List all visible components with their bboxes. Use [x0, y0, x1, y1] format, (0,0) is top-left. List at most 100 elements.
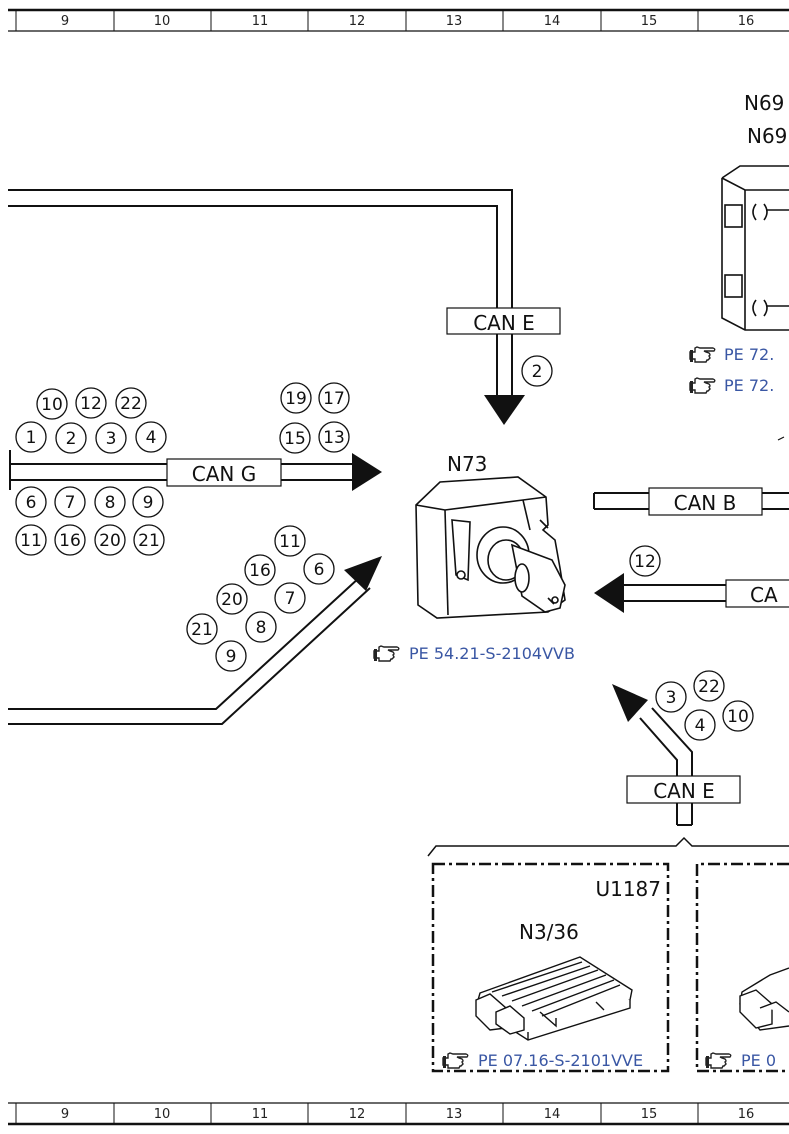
n69-reference-1-text: PE 72. — [724, 345, 774, 364]
pin-circle: 4 — [135, 421, 167, 453]
top-ruler-label: 15 — [641, 14, 658, 29]
svg-text:11: 11 — [20, 531, 42, 551]
svg-text:9: 9 — [226, 647, 237, 667]
u1187-module-box — [431, 862, 670, 1073]
top-ruler-label: 12 — [349, 14, 366, 29]
svg-text:19: 19 — [285, 389, 307, 409]
pin-circle: 7 — [274, 582, 306, 614]
can-e-top-arrowhead — [484, 395, 525, 425]
diagonal-bus-arrowhead — [344, 556, 382, 591]
svg-text:7: 7 — [65, 493, 76, 513]
svg-text:4: 4 — [146, 428, 157, 448]
pin-circle: 12 — [629, 545, 661, 577]
pin-circle: 11 — [274, 525, 306, 557]
n3-36-reference-text: PE 07.16-S-2101VVE — [478, 1051, 643, 1070]
svg-text:21: 21 — [138, 531, 160, 551]
pointing-hand-icon — [689, 346, 716, 363]
can-e-bottom-label-box — [626, 775, 741, 804]
right-module-reference[interactable]: PE 0 — [705, 1051, 776, 1070]
pin-circle: 22 — [693, 670, 725, 702]
pin-circle: 3 — [655, 681, 687, 713]
n73-reference[interactable]: PE 54.21-S-2104VVB — [373, 644, 575, 663]
pin-circle: 6 — [303, 553, 335, 585]
svg-text:9: 9 — [143, 493, 154, 513]
pin-circle: 16 — [54, 524, 86, 556]
top-ruler-label: 11 — [252, 14, 269, 29]
pin-circle: 10 — [722, 700, 754, 732]
n69-reference-2[interactable]: PE 72. — [689, 376, 774, 395]
pin-circle: 21 — [133, 524, 165, 556]
n69-reference-1[interactable]: PE 72. — [689, 345, 774, 364]
n73-ignition-switch-drawing — [415, 476, 566, 619]
u1187-label: U1187 — [595, 877, 661, 901]
pin-circle: 9 — [215, 640, 247, 672]
pin-circle: 3 — [95, 422, 127, 454]
right-module-box — [695, 862, 789, 1073]
svg-text:10: 10 — [727, 707, 749, 727]
can-g-label-box — [166, 458, 282, 487]
pin-circle: 15 — [279, 422, 311, 454]
svg-text:12: 12 — [80, 394, 102, 414]
n69-label-bottom: N69 — [747, 124, 787, 148]
top-ruler-label: 14 — [544, 14, 561, 29]
pointing-hand-icon — [442, 1052, 469, 1069]
top-ruler-label: 9 — [61, 14, 69, 29]
svg-text:4: 4 — [695, 716, 706, 736]
can-g-arrowhead — [352, 453, 382, 491]
pin-circle: 2 — [521, 355, 553, 387]
svg-text:20: 20 — [99, 531, 121, 551]
svg-text:13: 13 — [323, 428, 345, 448]
bottom-ruler-label: 14 — [544, 1107, 561, 1122]
pin-circle: 7 — [54, 486, 86, 518]
bottom-ruler-label: 15 — [641, 1107, 658, 1122]
svg-text:2: 2 — [66, 429, 77, 449]
diagonal-bus — [8, 576, 371, 725]
can-b-label: CAN B — [674, 491, 737, 515]
pin-circle: 8 — [94, 486, 126, 518]
can-a-label-box — [725, 579, 789, 608]
bottom-ruler-label: 9 — [61, 1107, 69, 1122]
svg-text:12: 12 — [634, 552, 656, 572]
pin-circle: 16 — [244, 554, 276, 586]
svg-text:1: 1 — [26, 428, 37, 448]
pointing-hand-icon — [689, 377, 716, 394]
can-a-label: CA — [750, 583, 778, 607]
pin-circle: 20 — [216, 583, 248, 615]
pin-circle: 12 — [75, 387, 107, 419]
svg-text:22: 22 — [698, 677, 720, 697]
svg-text:10: 10 — [41, 395, 63, 415]
pin-circle: 9 — [132, 486, 164, 518]
pin-circle: 8 — [245, 611, 277, 643]
top-ruler-label: 10 — [154, 14, 171, 29]
can-e-top-label-box — [446, 307, 561, 335]
top-ruler-label: 13 — [446, 14, 463, 29]
svg-text:3: 3 — [666, 688, 677, 708]
svg-text:2: 2 — [532, 362, 543, 382]
svg-text:6: 6 — [26, 493, 37, 513]
can-e-top-label: CAN E — [473, 311, 535, 335]
can-e-bottom-label: CAN E — [653, 779, 715, 803]
svg-text:8: 8 — [256, 618, 267, 638]
pin-circle: 2 — [55, 422, 87, 454]
pin-circle: 21 — [186, 613, 218, 645]
pin-circle: 10 — [36, 388, 68, 420]
svg-text:22: 22 — [120, 394, 142, 414]
n73-reference-text: PE 54.21-S-2104VVB — [409, 644, 575, 663]
n3-36-reference[interactable]: PE 07.16-S-2101VVE — [442, 1051, 643, 1070]
svg-text:8: 8 — [105, 493, 116, 513]
pin-circle: 17 — [318, 382, 350, 414]
grouping-brace — [427, 836, 789, 857]
pin-circle: 20 — [94, 524, 126, 556]
bottom-ruler-label: 12 — [349, 1107, 366, 1122]
n73-label: N73 — [447, 452, 487, 476]
pin-circle: 13 — [318, 421, 350, 453]
top-ruler-label: 16 — [738, 14, 755, 29]
pin-circle: 1 — [15, 421, 47, 453]
bottom-ruler-label: 13 — [446, 1107, 463, 1122]
right-module-reference-text: PE 0 — [741, 1051, 776, 1070]
svg-text:3: 3 — [106, 429, 117, 449]
bottom-ruler-label: 16 — [738, 1107, 755, 1122]
can-e-bottom-arrowhead — [612, 684, 648, 722]
bottom-ruler: 9 10 11 12 13 14 15 16 — [8, 1102, 789, 1126]
